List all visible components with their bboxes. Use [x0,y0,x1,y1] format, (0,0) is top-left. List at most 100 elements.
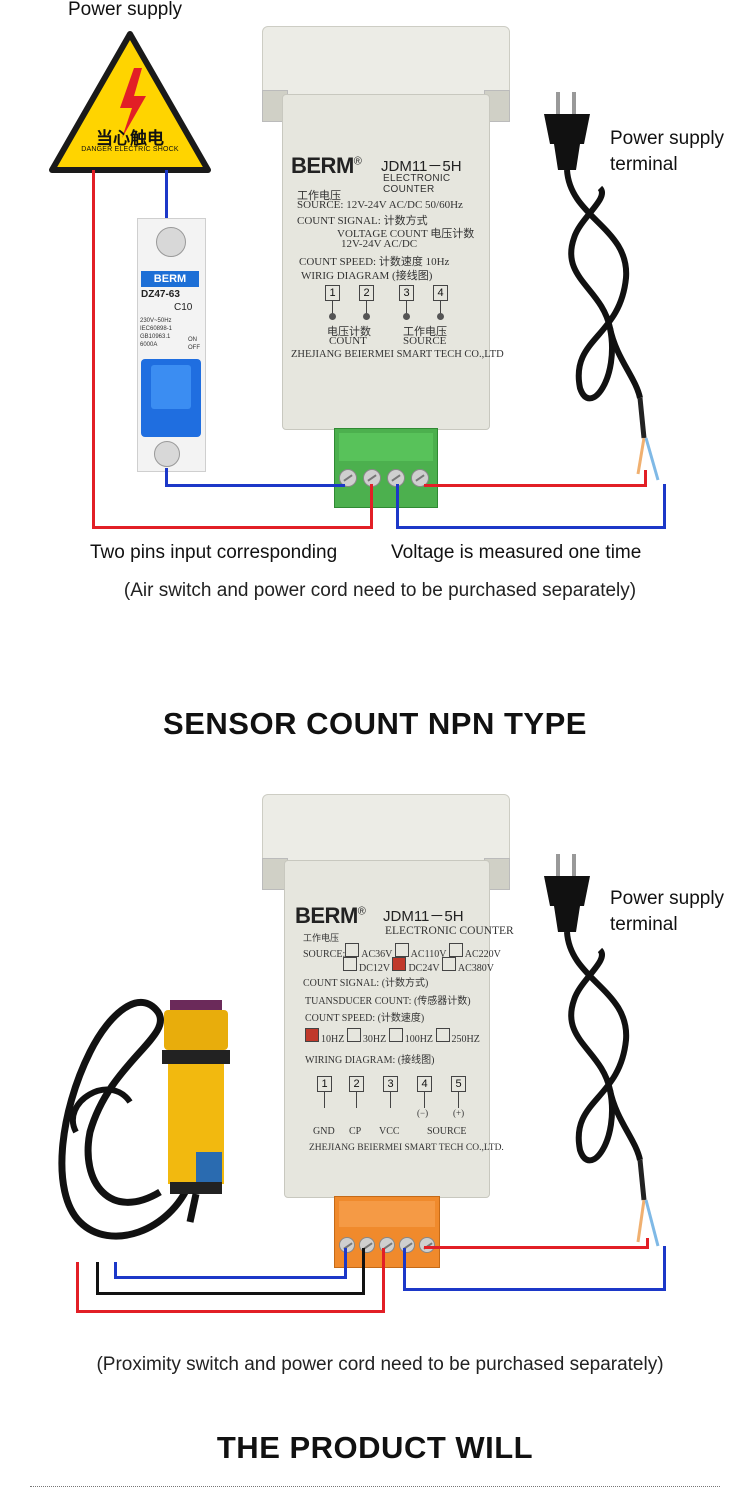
breaker-screw-bottom [154,441,180,467]
pin-1: 1 [325,285,340,301]
wire-red [76,1262,79,1312]
pin-4: 4 [417,1076,432,1092]
pin-4: 4 [433,285,448,301]
pin-3: 3 [383,1076,398,1092]
sign-text: 当心触电 [96,129,164,148]
terminal-screw [339,1237,355,1253]
wire-red [92,170,95,528]
caption-left: Two pins input corresponding [90,542,338,563]
terminal-screw [399,1237,415,1253]
plug-label-1: Power supply [610,888,725,909]
pin-name-source: SOURCE [427,1126,467,1137]
wire-red [644,470,647,487]
counter-model: JDM11－5H [383,908,464,925]
transducer-count: TUANSDUCER COUNT: (传感器计数) [305,996,471,1007]
counter-bottom-bezel [262,794,510,864]
wire-blue [403,1288,665,1291]
wire-black [96,1262,99,1294]
source-row-2: DC12V DC24V AC380V [343,957,494,974]
power-plug-icon [544,854,660,1247]
footer-divider [30,1486,720,1487]
pin-2: 2 [359,285,374,301]
bottom-note: (Proximity switch and power cord need to… [96,1354,664,1375]
terminal-block-orange [334,1196,440,1268]
counter-line: WIRIG DIAGRAM (接线图) [301,270,433,282]
wire-blue [344,1248,347,1279]
wire-blue [165,170,168,218]
wire-red [76,1310,384,1313]
source-row-1: SOURCE:AC36V AC110V AC220V [303,943,501,960]
count-signal: COUNT SIGNAL: (计数方式) [303,978,429,989]
wire-blue [663,484,666,529]
pin-minus: (−) [417,1108,429,1118]
pin-1: 1 [317,1076,332,1092]
counter-subtitle: ELECTRONIC COUNTER [383,173,451,195]
counter-maker: ZHEJIANG BEIERMEI SMART TECH CO.,LTD. [309,1143,504,1153]
breaker-rating: C10 [174,302,193,313]
breaker-off: OFF [188,345,200,351]
counter-subtitle: ELECTRONIC COUNTER [385,925,514,937]
breaker-on: ON [188,337,197,343]
pin-label-source-cn: 工作电压 [403,326,447,338]
counter-brand: BERM® [295,903,366,928]
footer-heading: THE PRODUCT WILL [216,1430,534,1465]
breaker-toggle [141,359,201,437]
speed-options: 10HZ 30HZ 100HZ 250HZ [305,1028,480,1045]
pin-name-vcc: VCC [379,1126,400,1137]
breaker-brand: BERM [141,271,199,287]
wire-red [646,1238,649,1249]
danger-sign-icon [49,31,211,173]
counter-top-bezel [262,26,510,96]
wiring-diagram-label: WIRING DIAGRAM: (接线图) [305,1055,435,1066]
breaker-model: DZ47-63 [141,289,180,300]
wire-black [362,1248,365,1295]
counter-bottom: BERM® JDM11－5H ELECTRONIC COUNTER 工作电压 S… [284,860,514,1198]
counter-line: SOURCE: 12V-24V AC/DC 50/60Hz [297,199,463,211]
counter-top: BERM® JDM11－5H ELECTRONIC COUNTER 工作电压 S… [282,94,504,430]
top-note: (Air switch and power cord need to be pu… [123,580,637,601]
terminal-screw [411,469,429,487]
pin-5: 5 [451,1076,466,1092]
plug-label-2: terminal [610,154,678,175]
wire-red [370,484,373,529]
air-breaker: BERM DZ47-63 C10 230V~50Hz IEC60898-1 GB… [137,218,206,472]
pin-label-count: COUNT [329,335,367,347]
wire-black [96,1292,364,1295]
wire-blue [114,1276,346,1279]
count-speed: COUNT SPEED: (计数速度) [305,1013,425,1024]
terminal-screw [419,1237,435,1253]
pin-label-source: SOURCE [403,335,447,347]
sign-subtext: DANGER ELECTRIC SHOCK [81,146,179,153]
counter-clip-left [262,858,288,890]
wire-red [382,1248,385,1313]
counter-line: COUNT SIGNAL: 计数方式 [297,215,428,227]
counter-model: JDM11－5H [381,158,462,175]
counter-line: 12V-24V AC/DC [341,238,418,250]
pin-3: 3 [399,285,414,301]
counter-brand: BERM® [291,153,362,178]
terminal-block-green [334,428,438,508]
proximity-sensor-icon [58,998,230,1240]
wire-blue [396,526,666,529]
wire-blue [165,484,345,487]
power-plug-icon [544,92,660,481]
wire-red [424,1246,648,1249]
counter-line: VOLTAGE COUNT 电压计数 [337,228,475,240]
breaker-spec: 230V~50Hz IEC60898-1 GB10963.1 6000A [140,318,173,348]
section-heading: SENSOR COUNT NPN TYPE [163,706,587,741]
pin-plus: (+) [453,1108,465,1118]
power-supply-label: Power supply [68,0,183,20]
counter-maker: ZHEJIANG BEIERMEI SMART TECH CO.,LTD [291,349,504,360]
terminal-screw [339,469,357,487]
counter-line: 工作电压 [297,190,341,202]
wire-blue [403,1248,406,1290]
plug-label-2: terminal [610,914,678,935]
pin-2: 2 [349,1076,364,1092]
caption-right: Voltage is measured one time [391,542,642,563]
plug-label-1: Power supply [610,128,725,149]
pin-name-cp: CP [349,1126,362,1137]
wire-red [424,484,646,487]
wire-blue [165,468,168,486]
breaker-screw-top [156,227,186,257]
wire-blue [663,1246,666,1291]
